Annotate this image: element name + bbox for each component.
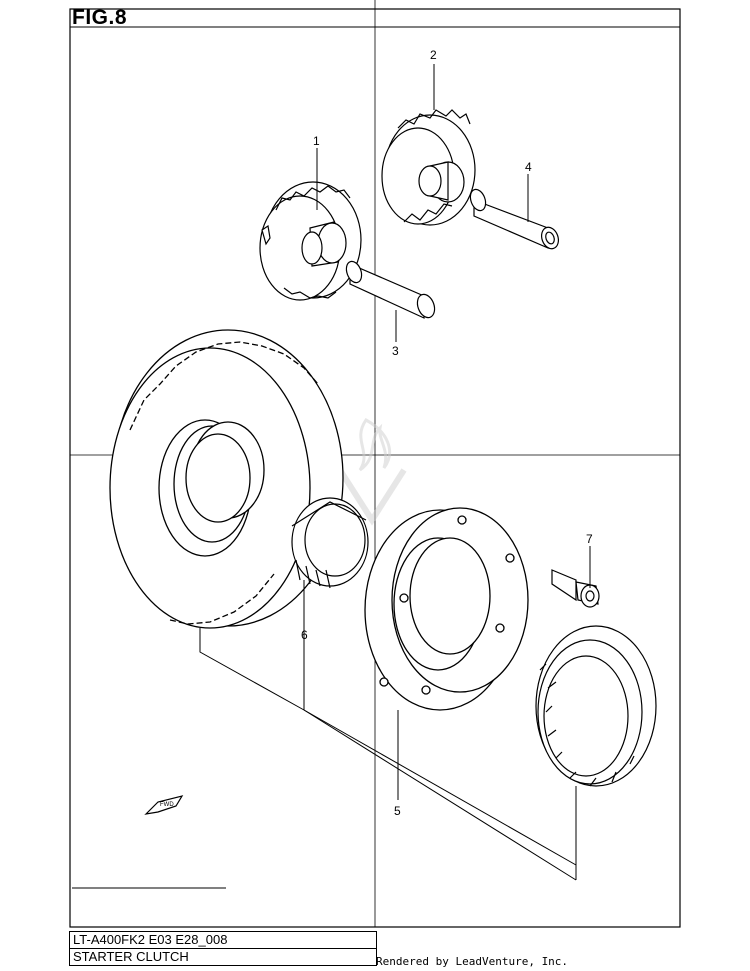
model-code: LT-A400FK2 E03 E28_008 [69,931,377,949]
part-2-gear [381,109,476,226]
render-credit: Rendered by LeadVenture, Inc. [376,955,569,968]
section-name: STARTER CLUTCH [69,948,377,966]
callout-3: 3 [392,344,399,358]
part-5-clutch-housing [364,507,529,711]
part-3-pin [345,260,436,319]
leader-lines [199,64,591,881]
part-1-gear [259,181,362,301]
watermark-logo [337,418,407,526]
part-4-pin [469,188,560,250]
callout-4: 4 [525,160,532,174]
fwd-label: FWD [160,802,174,808]
callout-5: 5 [394,804,401,818]
one-way-clutch [535,625,657,787]
callout-6: 6 [301,628,308,642]
figure-label: FIG.8 [72,6,128,29]
fwd-arrow-icon: FWD [144,795,184,815]
part-7-bolt [551,569,600,608]
part-6-needle-bearing [291,497,369,589]
title-block: LT-A400FK2 E03 E28_008 STARTER CLUTCH [69,931,377,966]
callout-7: 7 [586,532,593,546]
callout-2: 2 [430,48,437,62]
callout-1: 1 [313,134,320,148]
starter-driven-gear [109,329,344,629]
